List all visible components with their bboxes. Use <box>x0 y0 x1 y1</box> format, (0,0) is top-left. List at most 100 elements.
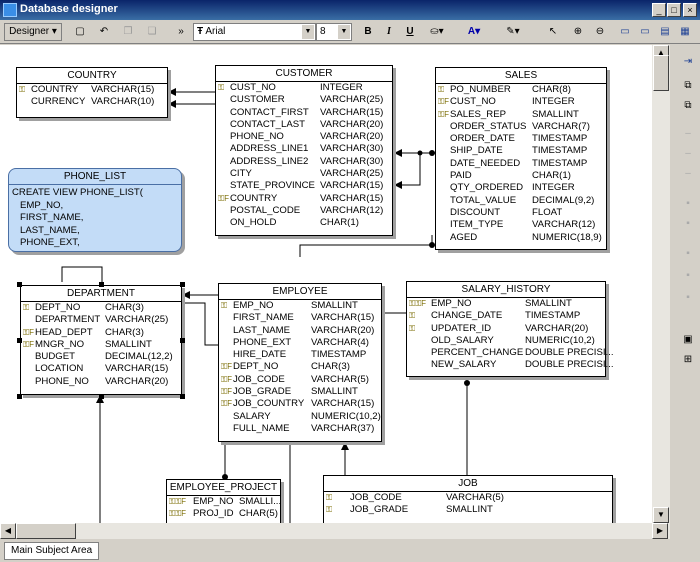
scroll-left-icon[interactable]: ◀ <box>0 523 16 539</box>
scroll-thumb-horizontal[interactable] <box>16 523 76 539</box>
view-phone-list[interactable]: PHONE_LIST CREATE VIEW PHONE_LIST( EMP_N… <box>8 168 182 252</box>
tool-icon-8[interactable]: ▪ <box>686 218 690 229</box>
add-relation-icon[interactable]: ⧉ <box>684 100 692 111</box>
tool-icon-11[interactable]: ▪ <box>686 292 690 303</box>
new-page-icon[interactable]: ▢ <box>75 26 85 37</box>
selection-handle[interactable] <box>180 394 185 399</box>
tool-icon-5[interactable]: – <box>685 148 691 159</box>
tool-icon-6[interactable]: – <box>685 168 691 179</box>
selection-handle[interactable] <box>17 282 22 287</box>
font-color-icon[interactable]: A▾ <box>467 26 481 37</box>
bold-button[interactable]: B <box>364 26 372 37</box>
selection-handle[interactable] <box>180 338 185 343</box>
close-button[interactable]: × <box>683 3 697 17</box>
minimize-button[interactable]: _ <box>652 3 666 17</box>
layout-icon-2[interactable]: ▭ <box>640 26 650 37</box>
tool-icon-7[interactable]: ▪ <box>686 198 690 209</box>
paste-icon[interactable]: ❏ <box>147 26 157 37</box>
align-icon[interactable]: ⊞ <box>683 354 693 365</box>
tab-main-subject-area[interactable]: Main Subject Area <box>4 542 100 560</box>
designer-menu-button[interactable]: Designer ▾ <box>4 23 62 41</box>
tool-icon-9[interactable]: ▪ <box>686 248 690 259</box>
layout-icon-1[interactable]: ▭ <box>620 26 630 37</box>
selection-handle[interactable] <box>17 394 22 399</box>
copy-icon[interactable]: ❐ <box>123 26 133 37</box>
tool-icon-10[interactable]: ▪ <box>686 270 690 281</box>
selection-handle[interactable] <box>99 282 104 287</box>
zoom-out-icon[interactable]: ⊖ <box>595 26 605 37</box>
selection-handle[interactable] <box>99 394 104 399</box>
vertical-scrollbar[interactable]: ▲ ▼ <box>652 45 670 523</box>
add-table-icon[interactable]: ⇥ <box>683 56 693 67</box>
add-view-icon[interactable]: ⧉ <box>684 80 692 91</box>
layout-icon-4[interactable]: ▦ <box>680 26 690 37</box>
undo-icon[interactable]: ↶ <box>99 26 109 37</box>
grid-icon[interactable]: ▣ <box>683 334 693 345</box>
scroll-right-icon[interactable]: ▶ <box>652 523 668 539</box>
maximize-button[interactable]: □ <box>667 3 681 17</box>
zoom-in-icon[interactable]: ⊕ <box>573 26 583 37</box>
scroll-thumb[interactable] <box>653 55 669 91</box>
font-family-select[interactable]: Ŧ Arial ▼ <box>193 23 316 41</box>
pointer-icon[interactable]: ↖ <box>548 26 558 37</box>
line-color-icon[interactable]: ✎▾ <box>506 26 520 37</box>
italic-button[interactable]: I <box>387 26 391 37</box>
fill-color-icon[interactable]: ⛀▾ <box>430 26 444 37</box>
layout-icon-3[interactable]: ▤ <box>660 26 670 37</box>
selection-handle[interactable] <box>180 282 185 287</box>
